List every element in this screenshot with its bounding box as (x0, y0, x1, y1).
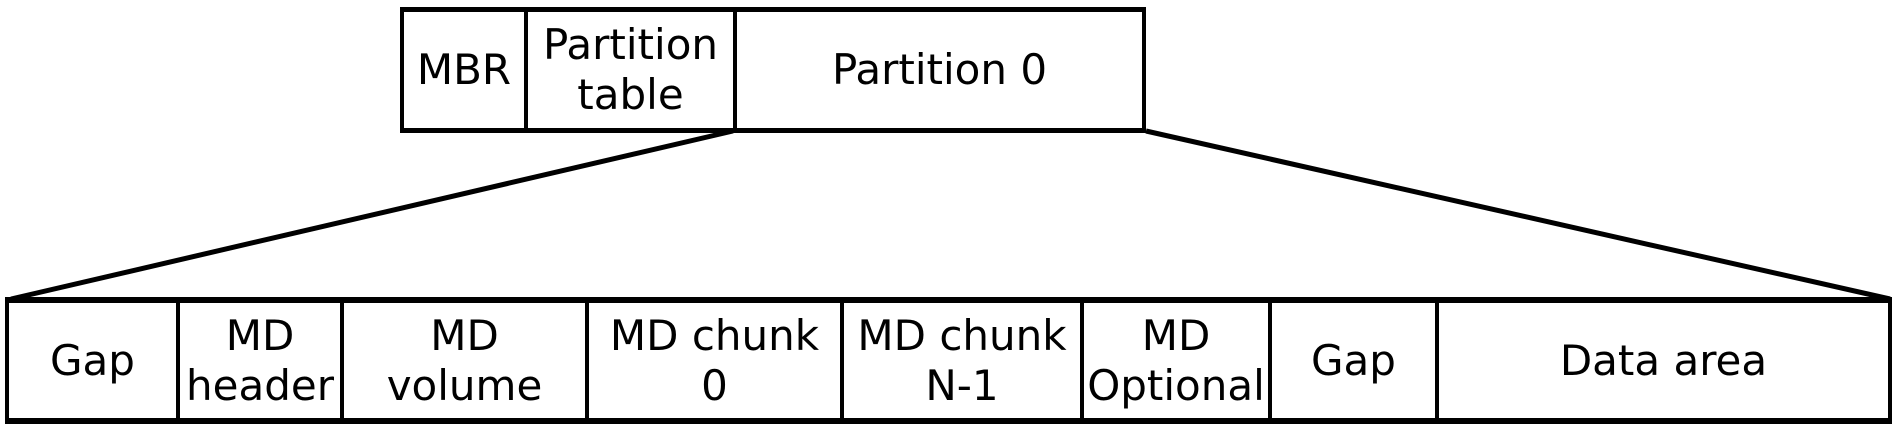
box-md-header: MD header (176, 303, 340, 418)
box-md-chunk-n-1: MD chunk N-1 (840, 303, 1080, 418)
box-data-area: Data area (1435, 303, 1888, 418)
box-mbr: MBR (416, 45, 512, 95)
box-partition-table: Partition table (524, 12, 733, 128)
box-partition-0: Partition 0 (733, 12, 1142, 128)
box-gap-2: Gap (1268, 303, 1435, 418)
box-md-volume: MD volume (340, 303, 585, 418)
partition0-detail-row: Gap MD header MD volume MD chunk 0 MD ch… (5, 297, 1892, 424)
expansion-line-right (1145, 128, 1891, 302)
box-md-optional: MD Optional (1080, 303, 1268, 418)
disk-row: MBR Partition table Partition 0 (400, 7, 1146, 133)
box-gap-1: Gap (50, 335, 135, 385)
expansion-line-left (10, 128, 734, 302)
box-md-chunk-0: MD chunk 0 (585, 303, 840, 418)
